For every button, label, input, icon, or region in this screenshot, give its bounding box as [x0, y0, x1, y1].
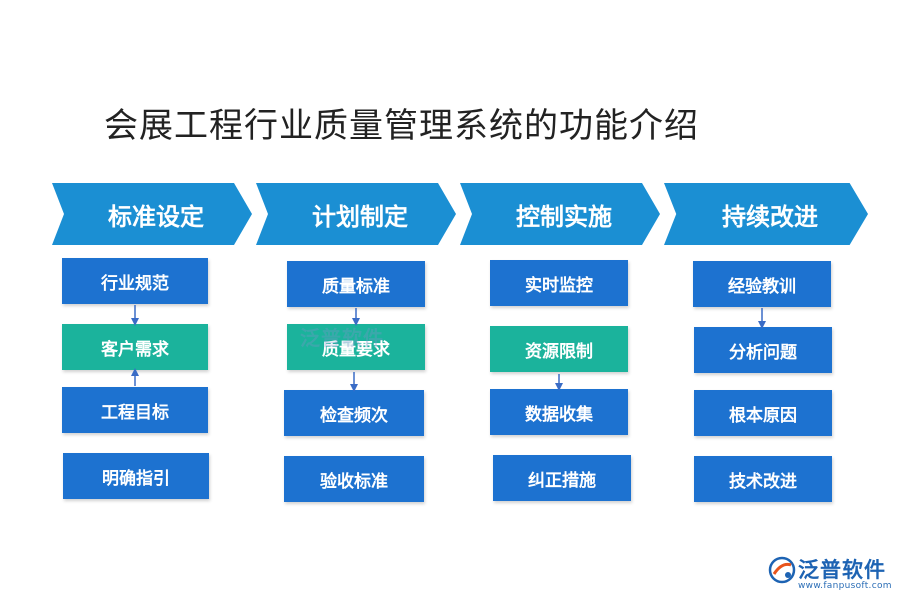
item-box: 行业规范 [62, 258, 208, 304]
stage-header-3: 控制实施 [460, 183, 660, 245]
item-box: 技术改进 [694, 456, 832, 502]
logo-url: www.fanpusoft.com [798, 581, 892, 591]
item-box: 纠正措施 [493, 455, 631, 501]
stage-header-4: 持续改进 [664, 183, 868, 245]
item-box: 数据收集 [490, 389, 628, 435]
item-box: 经验教训 [693, 261, 831, 307]
item-box: 质量要求 [287, 324, 425, 370]
stage-header-label: 计划制定 [312, 202, 408, 231]
item-box: 质量标准 [287, 261, 425, 307]
item-box: 资源限制 [490, 326, 628, 372]
item-box: 根本原因 [694, 390, 832, 436]
item-box: 分析问题 [694, 327, 832, 373]
logo-name: 泛普软件 [798, 558, 886, 582]
page-title: 会展工程行业质量管理系统的功能介绍 [104, 106, 699, 146]
item-box: 实时监控 [490, 260, 628, 306]
fanpu-logo-icon [768, 556, 796, 584]
item-box: 检查频次 [284, 390, 424, 436]
item-box: 工程目标 [62, 387, 208, 433]
stage-header-label: 持续改进 [722, 202, 818, 231]
item-box: 验收标准 [284, 456, 424, 502]
item-box: 客户需求 [62, 324, 208, 370]
stage-header-label: 标准设定 [108, 202, 204, 231]
item-box: 明确指引 [63, 453, 209, 499]
stage-header-1: 标准设定 [52, 183, 252, 245]
stage-header-2: 计划制定 [256, 183, 456, 245]
stage-header-label: 控制实施 [516, 202, 612, 231]
brand-logo: 泛普软件 www.fanpusoft.com [768, 552, 892, 596]
